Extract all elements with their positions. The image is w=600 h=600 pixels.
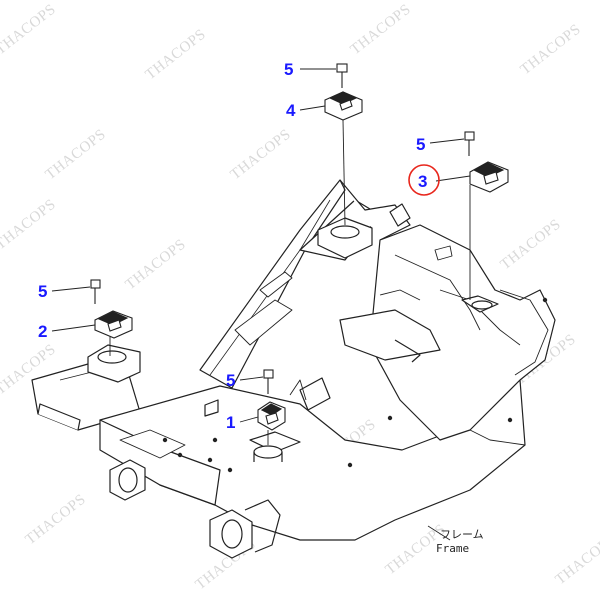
callout-number-1: 1: [226, 413, 235, 432]
watermark: THACOPS: [498, 216, 564, 273]
watermark: THACOPS: [553, 531, 600, 588]
bolt-icon: [336, 63, 348, 88]
callout-number-5: 5: [38, 282, 47, 301]
watermark: THACOPS: [518, 21, 584, 78]
watermark: THACOPS: [43, 126, 109, 183]
frame-label-en: Frame: [436, 542, 469, 555]
watermark: THACOPS: [348, 1, 414, 58]
frame-label: フレーム Frame: [427, 525, 484, 555]
bolt-icon: [90, 279, 101, 304]
callout-number-5: 5: [226, 371, 235, 390]
frame-body: [31, 179, 556, 559]
rubber-mount-icon: [257, 401, 286, 431]
watermark: THACOPS: [23, 491, 89, 548]
frame-label-jp: フレーム: [440, 528, 484, 541]
callout-number-2: 2: [38, 322, 47, 341]
bolt-icon: [464, 131, 475, 156]
callout-leaders: [51, 68, 471, 423]
watermark: THACOPS: [0, 196, 59, 253]
watermark: THACOPS: [0, 1, 59, 58]
mount-parts: [90, 63, 509, 445]
highlight-ring: [408, 164, 440, 196]
watermark: THACOPS: [143, 26, 209, 83]
leader-line: [342, 119, 346, 226]
callout-number-5: 5: [284, 60, 293, 79]
watermark: THACOPS: [228, 126, 294, 183]
rubber-mount-icon: [324, 91, 363, 121]
bolt-icon: [263, 369, 274, 394]
watermark: THACOPS: [123, 236, 189, 293]
rubber-mount-icon: [94, 310, 133, 339]
rubber-mount-icon: [469, 161, 509, 193]
callout-number-4: 4: [286, 101, 296, 120]
callout-number-5: 5: [416, 135, 425, 154]
callout-number-3: 3: [418, 172, 427, 191]
